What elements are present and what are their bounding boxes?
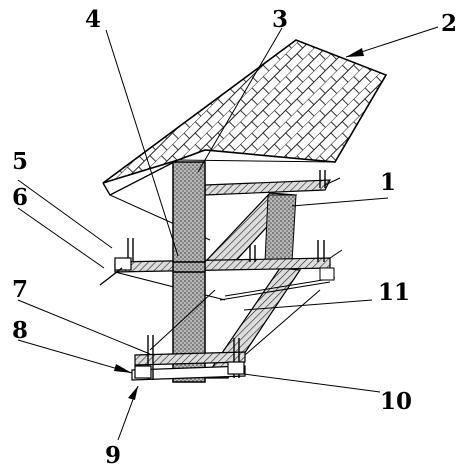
label-6: 6 [12, 184, 28, 211]
label-5: 5 [12, 148, 28, 175]
inclined-struts [203, 192, 302, 379]
label-10: 10 [380, 388, 412, 415]
label-4: 4 [85, 6, 101, 33]
base-clamp [131, 289, 321, 381]
label-7: 7 [12, 276, 28, 303]
label-9: 9 [105, 442, 121, 469]
upper-platform [99, 170, 343, 301]
label-11: 11 [378, 279, 410, 306]
roof [102, 39, 388, 241]
vertical-column [172, 161, 206, 383]
label-1: 1 [380, 169, 396, 196]
label-2: 2 [441, 10, 457, 37]
leader-lines [17, 26, 439, 441]
label-8: 8 [12, 317, 28, 344]
label-3: 3 [272, 6, 288, 33]
